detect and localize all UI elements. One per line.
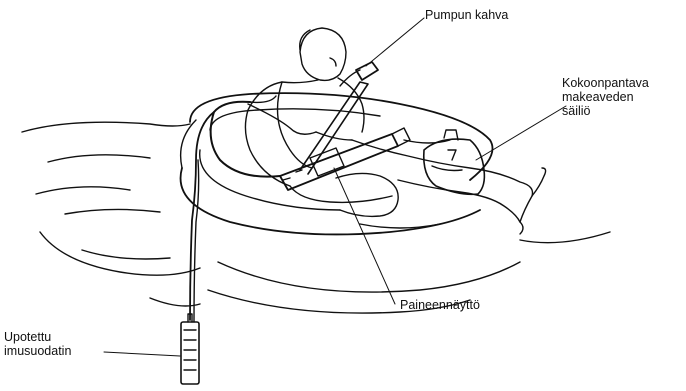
intake-filter (181, 314, 199, 384)
gauge-leader (334, 168, 395, 304)
pressure-gauge-label: Paineennäyttö (400, 298, 480, 312)
pump-handle-label: Pumpun kahva (425, 8, 508, 22)
person (245, 28, 545, 234)
freshwater-tank-label-line-2: makeaveden (562, 90, 649, 104)
pump-handle-label-text: Pumpun kahva (425, 8, 508, 22)
freshwater-tank-label-line-1: Kokoonpantava (562, 76, 649, 90)
freshwater-tank-label: Kokoonpantava makeaveden säiliö (562, 76, 649, 118)
freshwater-tank-label-line-3: säiliö (562, 104, 649, 118)
intake-filter-label-line-2: imusuodatin (4, 344, 71, 358)
filter-leader (104, 352, 180, 356)
pump-handle-leader (366, 18, 424, 66)
intake-filter-label-line-1: Upotettu (4, 330, 71, 344)
pressure-gauge-label-text: Paineennäyttö (400, 298, 480, 312)
pump-body (280, 128, 410, 190)
intake-filter-label: Upotettu imusuodatin (4, 330, 71, 358)
tank-leader (476, 106, 566, 160)
